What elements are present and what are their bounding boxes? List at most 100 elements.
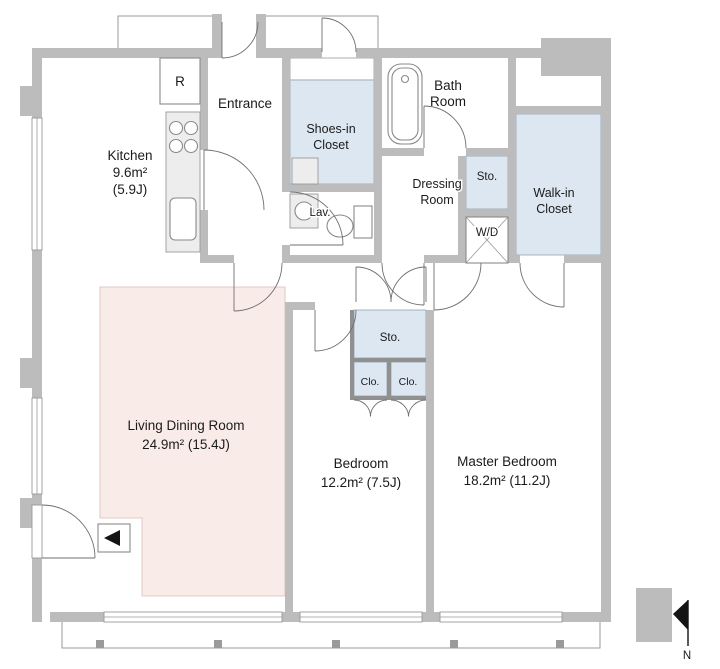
balconies bbox=[61, 15, 601, 649]
refrigerator-box bbox=[159, 57, 201, 105]
walk-in-closet-door-arc bbox=[519, 262, 565, 308]
front-door-arc bbox=[221, 21, 259, 59]
pilaster-1 bbox=[20, 86, 34, 116]
stove-burner-icon bbox=[168, 138, 184, 154]
bath-door-arc bbox=[423, 105, 467, 149]
kitchen-area: 9.6m² bbox=[113, 165, 148, 180]
north-arrow-icon bbox=[673, 600, 688, 630]
balcony-tick bbox=[96, 640, 104, 648]
walk-in-closet-label-1: Walk-in bbox=[533, 186, 574, 200]
bedroom-door-arc bbox=[314, 309, 357, 352]
wall-bath-south-a bbox=[374, 148, 424, 156]
bifold-closet-left-arc bbox=[370, 399, 388, 417]
wall-shoes-lav-divider bbox=[290, 184, 374, 192]
stove-burner-icon bbox=[183, 138, 199, 154]
storage-double-door-arc-left bbox=[355, 266, 392, 303]
shoes-closet-counter bbox=[291, 157, 319, 185]
balcony-tick bbox=[214, 640, 222, 648]
doors bbox=[41, 17, 565, 559]
master-bedroom-area: 18.2m² (11.2J) bbox=[464, 473, 551, 488]
wall-top-b2 bbox=[356, 48, 380, 58]
balcony-access-arrow-icon bbox=[104, 530, 120, 546]
hall-ldk-door-arc bbox=[233, 262, 283, 312]
closet-right-label: Clo. bbox=[399, 376, 418, 388]
lavatory-label: Lav. bbox=[310, 207, 331, 219]
wall-ldk-bedroom-divider bbox=[285, 302, 293, 612]
living-dining-room-area: 24.9m² (15.4J) bbox=[142, 437, 230, 452]
shoes-in-closet-label-2: Closet bbox=[313, 138, 349, 152]
wall-hall-south bbox=[200, 255, 234, 263]
refrigerator-label: R bbox=[175, 74, 185, 89]
wall-topright-block bbox=[541, 38, 611, 76]
wall-wic-south-b bbox=[564, 255, 601, 263]
kitchen-label: Kitchen bbox=[107, 148, 152, 163]
balcony-door-arc bbox=[41, 504, 96, 559]
storage-upper-label: Sto. bbox=[477, 171, 497, 183]
walk-in-closet-area bbox=[515, 113, 602, 256]
kitchen-sink bbox=[169, 197, 197, 241]
wall-top-c bbox=[380, 48, 545, 58]
wall-thin-sto-clo-divider bbox=[350, 358, 426, 362]
wall-entrance-right-lower bbox=[282, 245, 290, 263]
bifold-closet-left-arc bbox=[353, 399, 371, 417]
wall-sto-wd-left bbox=[458, 156, 466, 263]
lavatory-sink bbox=[294, 201, 314, 221]
wall-bath-right bbox=[508, 58, 516, 114]
living-dining-room-area bbox=[99, 286, 286, 597]
shoes-in-closet-label-1: Shoes-in bbox=[306, 122, 355, 136]
entrance-label: Entrance bbox=[218, 96, 272, 111]
fixtures bbox=[159, 57, 509, 264]
labels: R Kitchen 9.6m² (5.9J) Entrance Shoes-in… bbox=[107, 74, 574, 490]
pilaster-2 bbox=[20, 358, 34, 388]
pillar-bottom-right bbox=[636, 588, 672, 642]
dressing-door-arc bbox=[381, 262, 425, 306]
bedroom-label: Bedroom bbox=[334, 456, 389, 471]
bedroom-area: 12.2m² (7.5J) bbox=[321, 475, 401, 490]
service-balcony-right-boundary bbox=[266, 15, 379, 48]
balcony-tick bbox=[450, 640, 458, 648]
pipe-space bbox=[289, 57, 375, 81]
wall-thin-sto-left bbox=[350, 310, 354, 400]
wall-left bbox=[32, 48, 42, 622]
bathtub-drain bbox=[400, 74, 410, 84]
bathtub-inner bbox=[391, 67, 419, 141]
walk-in-closet-label-2: Closet bbox=[536, 202, 572, 216]
master-bedroom-label: Master Bedroom bbox=[457, 454, 557, 469]
wall-entrance-right-upper bbox=[282, 58, 290, 192]
toilet-tank bbox=[353, 205, 373, 239]
wall-thin-clo-bottom bbox=[350, 396, 426, 400]
wall-lav-right bbox=[374, 58, 382, 263]
wall-wic-left bbox=[508, 114, 516, 263]
wall-top-b bbox=[256, 48, 322, 58]
lavatory-door-arc bbox=[289, 191, 344, 246]
service-balcony-door-arc bbox=[321, 17, 357, 53]
wall-kitchen-right-upper bbox=[200, 58, 208, 150]
kitchen-door-arc bbox=[203, 149, 265, 211]
wall-bedroom-master-divider bbox=[426, 310, 434, 612]
kitchen-tatami: (5.9J) bbox=[113, 182, 148, 197]
washer-dryer-cross-line bbox=[465, 216, 509, 264]
balcony-tick bbox=[556, 640, 564, 648]
wall-top-a bbox=[32, 48, 222, 58]
bifold-closet-right-arc bbox=[390, 399, 409, 417]
living-dining-room-label: Living Dining Room bbox=[127, 418, 244, 433]
wall-thin-clo-divider bbox=[387, 362, 391, 400]
wall-corridor-south bbox=[293, 302, 315, 310]
wall-sto-wd-divider bbox=[466, 209, 508, 217]
wall-right bbox=[601, 76, 611, 622]
master-door-arc bbox=[433, 262, 482, 311]
pilaster-3 bbox=[20, 498, 34, 528]
service-balcony-left-boundary bbox=[117, 15, 212, 48]
wall-kitchen-right-lower bbox=[200, 210, 208, 263]
windows bbox=[31, 117, 563, 623]
stove-burner-icon bbox=[183, 120, 199, 136]
balcony-boundary-bottom bbox=[61, 622, 601, 649]
wall-alcove-right bbox=[256, 14, 266, 58]
storage-middle-label: Sto. bbox=[380, 332, 400, 344]
bath-room-label-1: Bath bbox=[434, 78, 462, 93]
bifold-closet-right-arc bbox=[408, 399, 427, 417]
stove-burner-icon bbox=[168, 120, 184, 136]
wall-wic-south-a bbox=[508, 255, 520, 263]
